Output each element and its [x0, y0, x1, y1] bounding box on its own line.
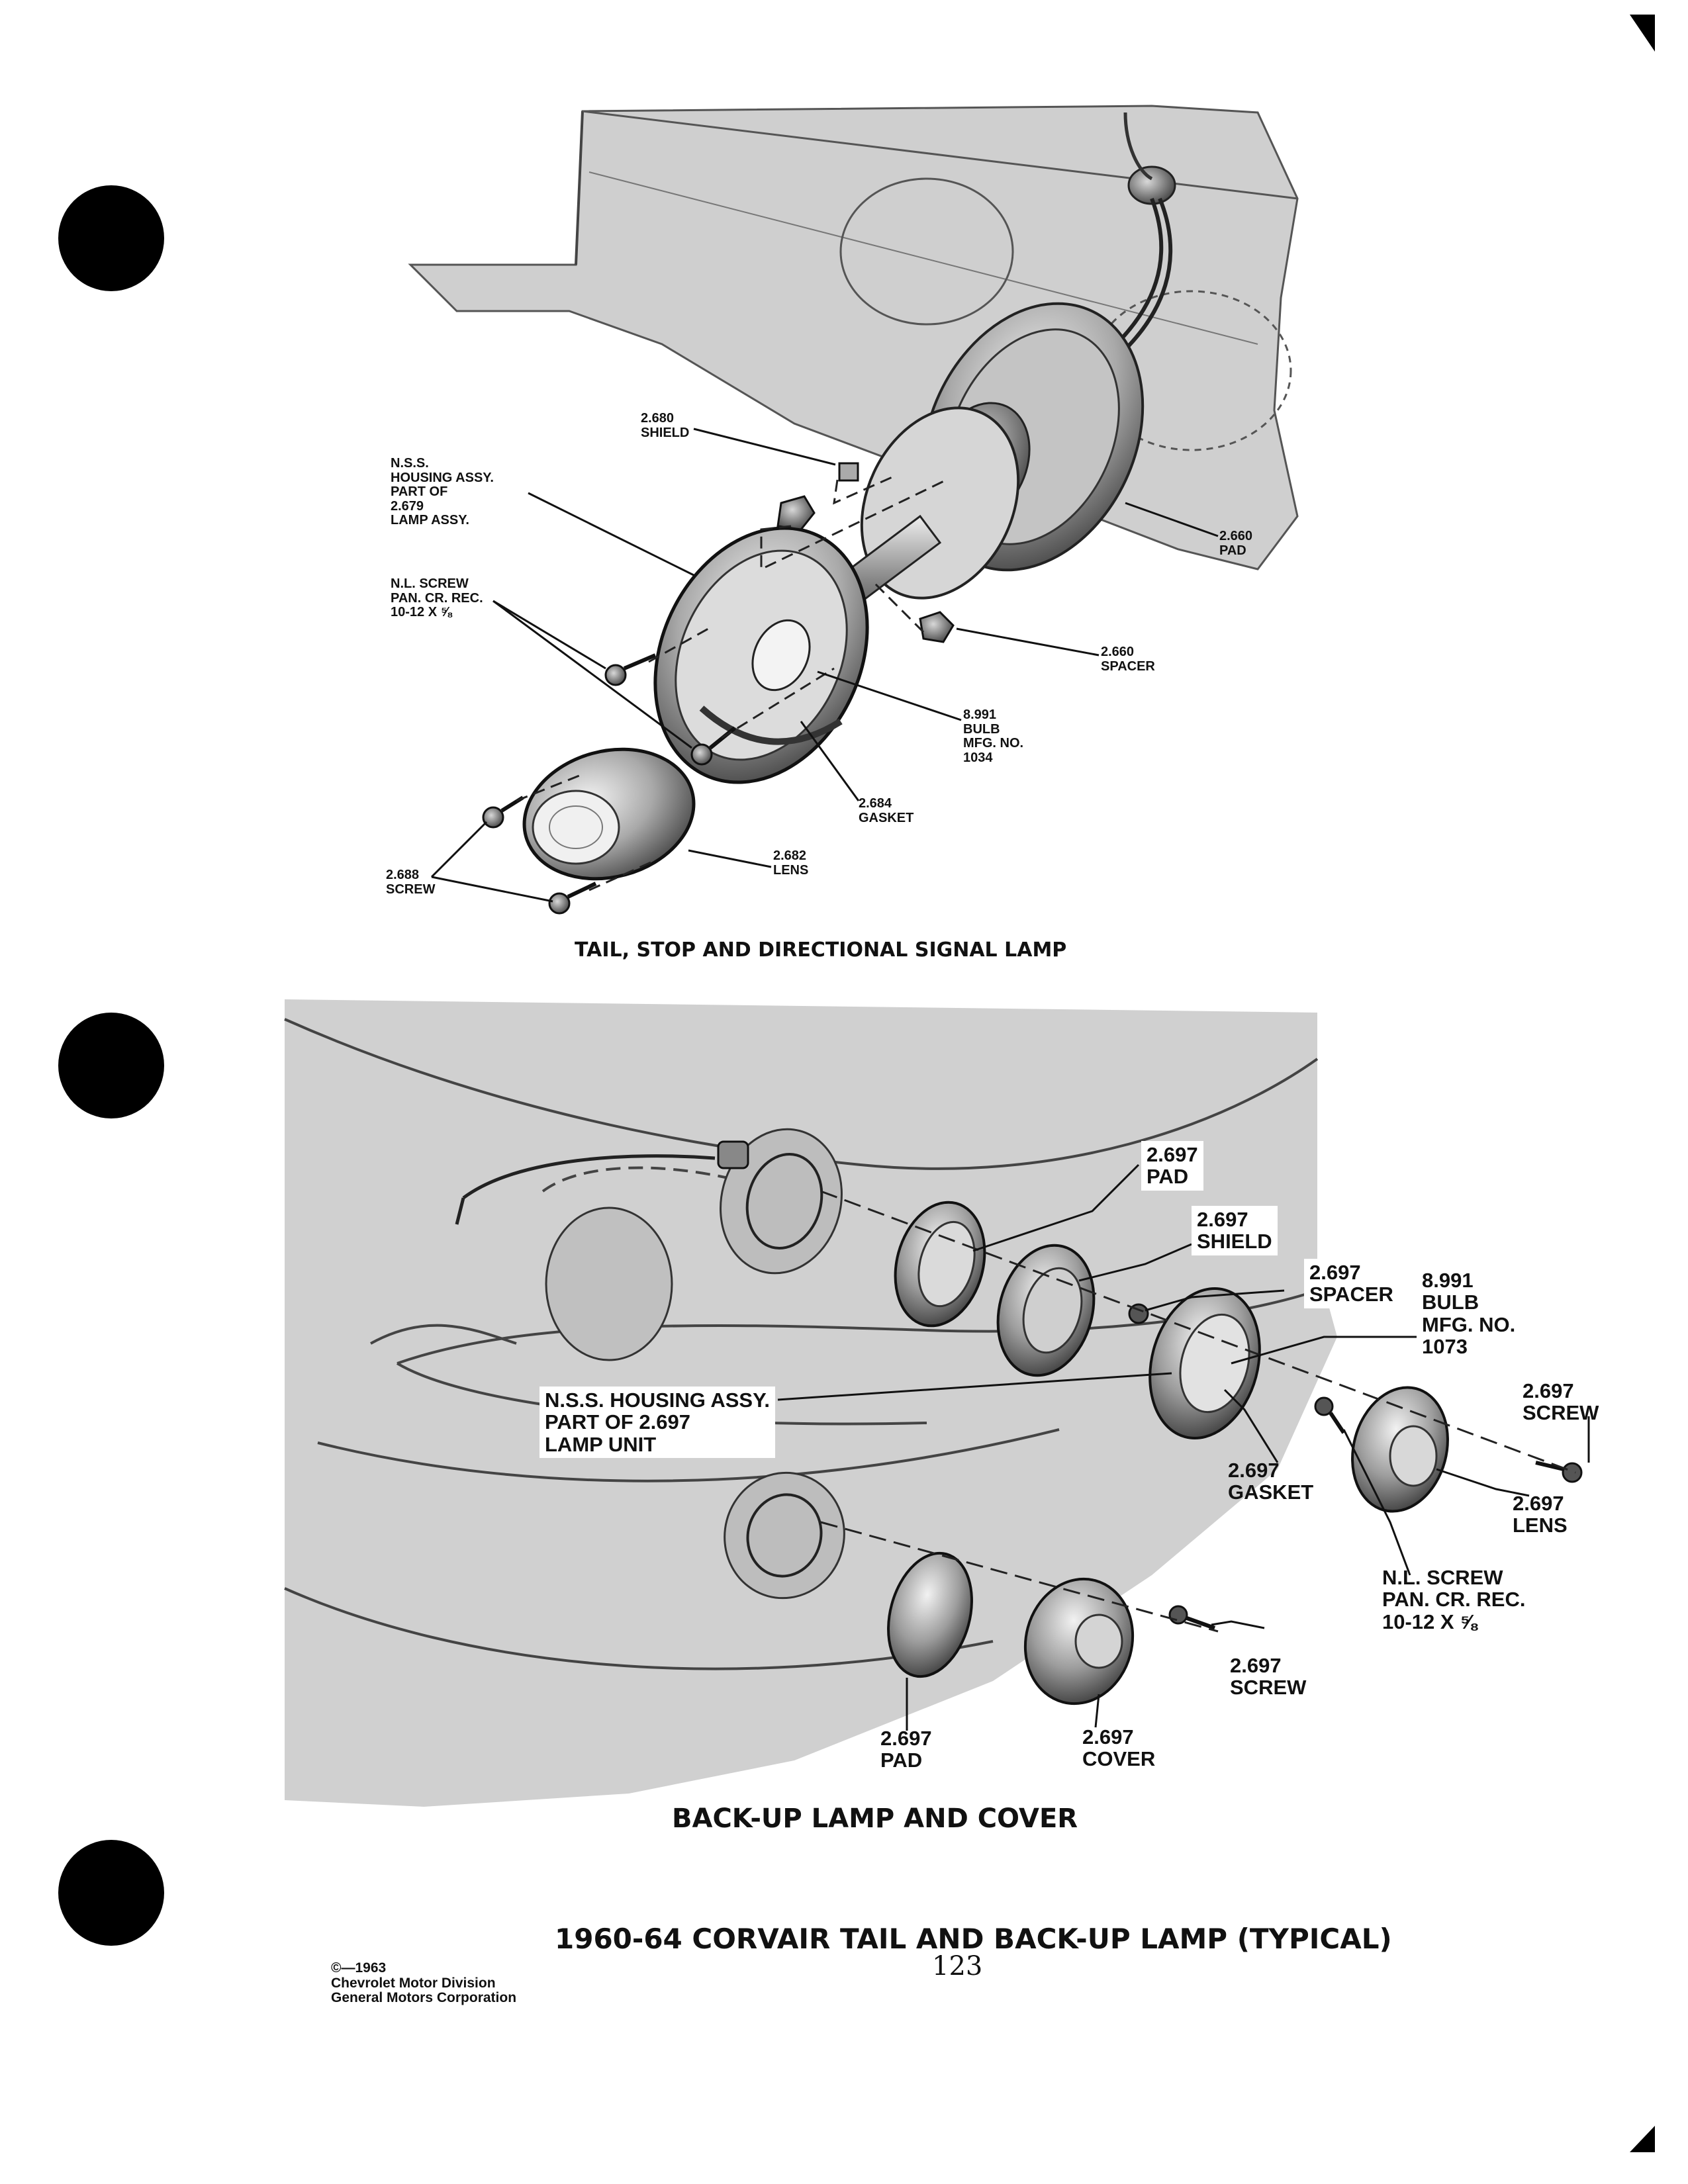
page-title: 1960-64 CORVAIR TAIL AND BACK-UP LAMP (T…	[555, 1923, 1392, 1955]
label-bulb: 8.991 BULB MFG. NO. 1034	[963, 707, 1024, 765]
label-nl-screw: N.L. SCREW PAN. CR. REC. 10-12 x ⅝	[391, 576, 483, 620]
label-screw-right: 2.697 SCREW	[1523, 1379, 1599, 1425]
label-housing-assy-lower: N.S.S. HOUSING ASSY. PART OF 2.697 LAMP …	[539, 1387, 775, 1459]
caption-back-up-lamp: BACK-UP LAMP AND COVER	[672, 1803, 1078, 1834]
label-lens: 2.682 LENS	[773, 848, 809, 878]
label-spacer: 2.660 SPACER	[1101, 645, 1155, 674]
label-spacer-lower: 2.697 SPACER	[1304, 1259, 1399, 1308]
label-pad: 2.660 PAD	[1219, 529, 1253, 558]
label-pad-lower: 2.697 PAD	[880, 1727, 932, 1772]
label-screw-lower: 2.697 SCREW	[1230, 1654, 1307, 1700]
label-cover: 2.697 COVER	[1082, 1725, 1156, 1771]
caption-tail-lamp: TAIL, STOP AND DIRECTIONAL SIGNAL LAMP	[575, 938, 1067, 962]
label-bulb-lower: 8.991 BULB MFG. NO. 1073	[1422, 1269, 1516, 1359]
page-number: 123	[932, 1951, 983, 1981]
copyright-footer: ©—1963 Chevrolet Motor Division General …	[331, 1960, 517, 2006]
label-screw: 2.688 SCREW	[386, 868, 436, 897]
binder-hole-bottom	[58, 1840, 164, 1946]
binder-hole-top	[58, 185, 164, 291]
label-shield-lower: 2.697 SHIELD	[1192, 1206, 1278, 1255]
label-housing-assy: N.S.S. HOUSING ASSY. PART OF 2.679 LAMP …	[391, 456, 494, 528]
label-pad-upper: 2.697 PAD	[1141, 1141, 1203, 1191]
label-shield: 2.680 SHIELD	[641, 411, 690, 440]
label-gasket-lower: 2.697 GASKET	[1228, 1459, 1314, 1504]
label-gasket: 2.684 GASKET	[859, 796, 914, 825]
binder-hole-middle	[58, 1013, 164, 1118]
label-lens-lower: 2.697 LENS	[1513, 1492, 1568, 1537]
label-nl-screw-lower: N.L. SCREW PAN. CR. REC. 10-12 x ⅝	[1382, 1566, 1526, 1633]
